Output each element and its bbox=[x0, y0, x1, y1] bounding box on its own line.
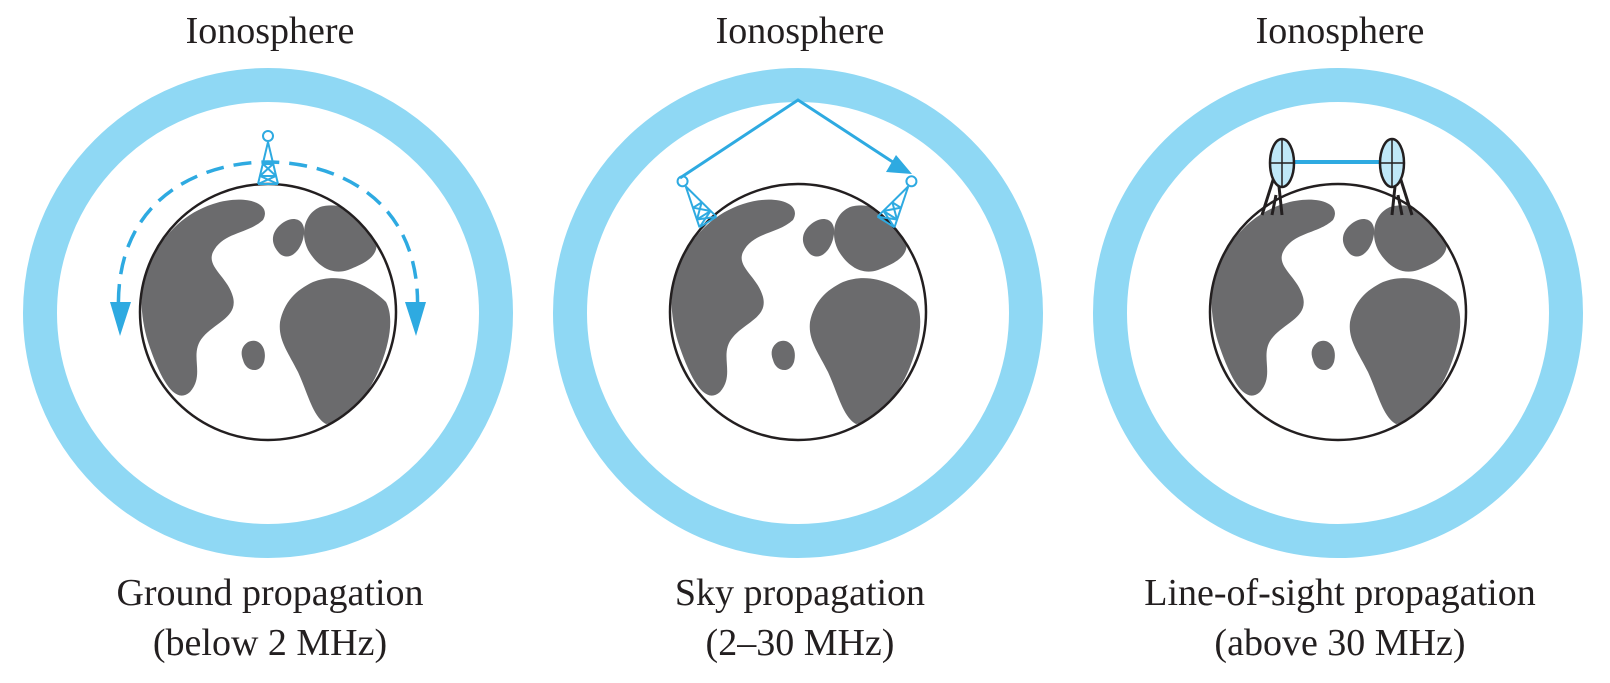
frequency-band: (above 30 MHz) bbox=[1214, 622, 1466, 664]
propagation-caption: Line-of-sight propagation bbox=[1144, 572, 1536, 614]
propagation-caption: Sky propagation bbox=[674, 572, 926, 614]
ionosphere-label: Ionosphere bbox=[715, 10, 885, 52]
propagation-caption: Ground propagation bbox=[116, 572, 424, 614]
panel-line-of-sight-propagation: Ionosphere Line-of-sight propagation (ab… bbox=[1080, 0, 1600, 683]
ionosphere-ring bbox=[1093, 68, 1583, 558]
panel-sky-propagation: Ionosphere Sky propagation (2–30 MHz) bbox=[540, 0, 1060, 683]
arrowhead-right-icon bbox=[405, 302, 426, 336]
ionosphere-ring bbox=[23, 68, 513, 558]
sky-propagation-diagram bbox=[553, 68, 1043, 558]
dish-antenna-icon bbox=[1260, 137, 1296, 216]
arrowhead-icon bbox=[886, 155, 912, 174]
line-of-sight-propagation-diagram bbox=[1093, 68, 1583, 558]
arrowhead-left-icon bbox=[110, 302, 131, 336]
frequency-band: (below 2 MHz) bbox=[152, 622, 388, 664]
ionosphere-label: Ionosphere bbox=[1255, 10, 1425, 52]
panel-ground-propagation: Ionosphere Ground propagation (below 2 M… bbox=[10, 0, 530, 683]
earth-icon bbox=[138, 182, 398, 442]
ionosphere-label: Ionosphere bbox=[185, 10, 355, 52]
frequency-band: (2–30 MHz) bbox=[705, 622, 895, 664]
earth-icon bbox=[668, 182, 928, 442]
tower-icon bbox=[257, 130, 279, 185]
curved-dashed-arrow-icon bbox=[116, 160, 420, 331]
earth-icon bbox=[1208, 182, 1468, 442]
dish-antenna-icon bbox=[1378, 137, 1414, 216]
reflected-ray-icon bbox=[679, 98, 903, 180]
ionosphere-ring bbox=[553, 68, 1043, 558]
ground-propagation-diagram bbox=[23, 68, 513, 558]
